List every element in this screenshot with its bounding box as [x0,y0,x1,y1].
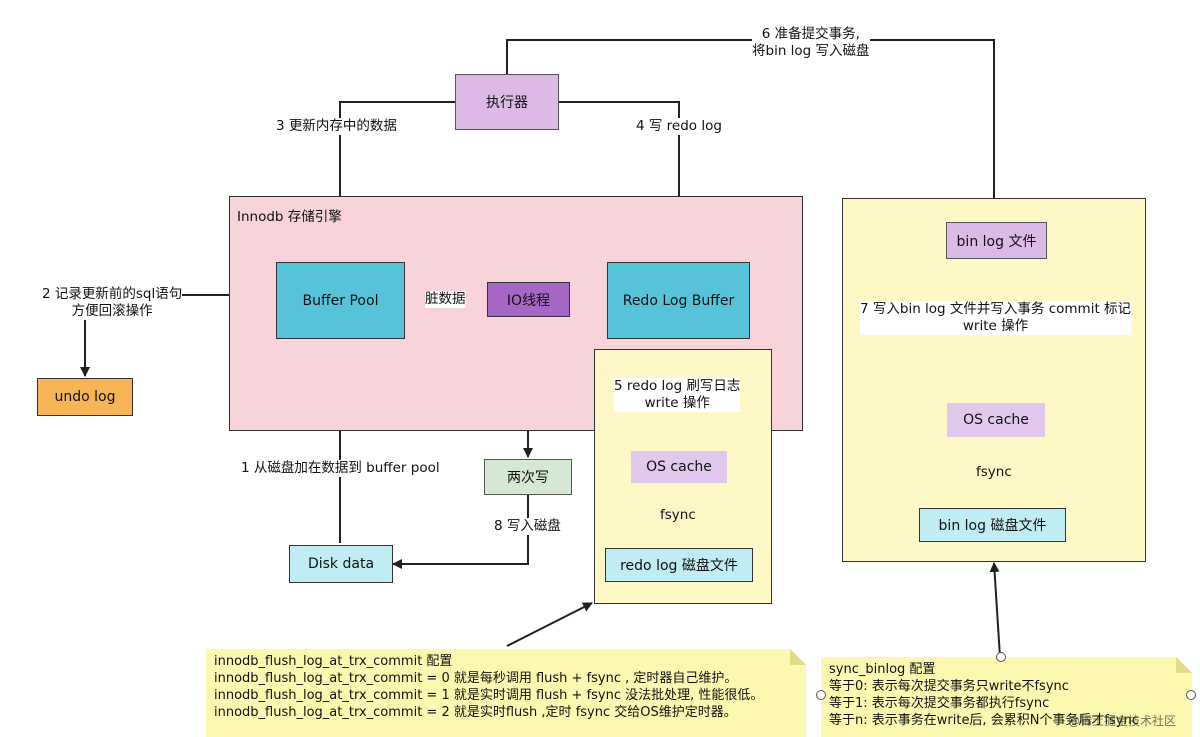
edge-executor-to-binlog [506,39,999,221]
edge-label-step7-line2: write 操作 [962,318,1029,334]
redo-log-buffer-node: Redo Log Buffer [607,262,750,339]
redo-config-line-0: innodb_flush_log_at_trx_commit 配置 [214,654,453,669]
binlog-config-line-2: 等于1: 表示每次提交事务都执行fsync [829,696,1050,711]
edge-label-step3: 3 更新内存中的数据 [276,118,397,135]
double-write-node: 两次写 [484,459,572,495]
binlog-config-line-3: 等于n: 表示事务在write后, 会累积N个事务后才fsync [829,713,1139,728]
edge-label-fsync-redo: fsync [660,507,696,524]
edge-label-step6-line2: 将bin log 写入磁盘 [752,43,870,59]
bin-log-disk-file-node: bin log 磁盘文件 [919,508,1066,542]
edge-label-step5-line2: write 操作 [644,395,710,411]
edge-note-to-redo-region [506,602,593,647]
edge-label-step5: 5 redo log 刷写日志 write 操作 [614,378,741,412]
os-cache-redo-node: OS cache [631,451,727,483]
edge-label-step4: 4 写 redo log [636,118,722,135]
io-thread-node: IO线程 [487,282,570,317]
redo-config-line-1: innodb_flush_log_at_trx_commit = 0 就是每秒调… [214,671,738,686]
edge-label-step7: 7 写入bin log 文件并写入事务 commit 标记 write 操作 [860,301,1132,335]
disk-data-node: Disk data [289,545,393,583]
watermark: @稀土掘金技术社区 [1068,714,1177,728]
handle-dot-left [816,690,826,700]
edge-label-step2-line1: 2 记录更新前的sql语句 [42,286,183,302]
edge-label-step2: 2 记录更新前的sql语句 方便回滚操作 [42,286,183,320]
handle-dot-top [996,652,1006,662]
buffer-pool-node: Buffer Pool [276,262,405,339]
bin-log-file-node: bin log 文件 [946,222,1047,259]
edge-note-to-binlog-region [989,562,1001,658]
binlog-config-line-0: sync_binlog 配置 [829,662,936,677]
redo-config-line-2: innodb_flush_log_at_trx_commit = 1 就是实时调… [214,688,764,703]
handle-dot-right [1186,690,1196,700]
binlog-config-note: sync_binlog 配置 等于0: 表示每次提交事务只write不fsync… [821,657,1192,737]
binlog-config-line-1: 等于0: 表示每次提交事务只write不fsync [829,679,1069,694]
executor-node: 执行器 [455,74,559,130]
edge-label-step6-line1: 6 准备提交事务, [761,26,860,42]
edge-label-fsync-binlog: fsync [976,464,1012,481]
redo-config-line-3: innodb_flush_log_at_trx_commit = 2 就是实时f… [214,705,737,720]
edge-label-step5-line1: 5 redo log 刷写日志 [614,378,741,394]
edge-label-step1: 1 从磁盘加在数据到 buffer pool [241,460,440,477]
redo-config-note: innodb_flush_log_at_trx_commit 配置 innodb… [206,649,806,737]
os-cache-binlog-node: OS cache [947,403,1045,437]
edge-label-step8: 8 写入磁盘 [494,518,561,535]
edge-label-step7-line1: 7 写入bin log 文件并写入事务 commit 标记 [860,301,1132,317]
edge-label-dirty-data: 脏数据 [425,291,466,308]
redo-log-disk-file-node: redo log 磁盘文件 [605,548,753,582]
innodb-region-title: Innodb 存储引擎 [237,209,342,225]
undo-log-node: undo log [37,378,133,416]
edge-label-step2-line2: 方便回滚操作 [71,303,153,319]
edge-label-step6: 6 准备提交事务, 将bin log 写入磁盘 [752,26,870,60]
